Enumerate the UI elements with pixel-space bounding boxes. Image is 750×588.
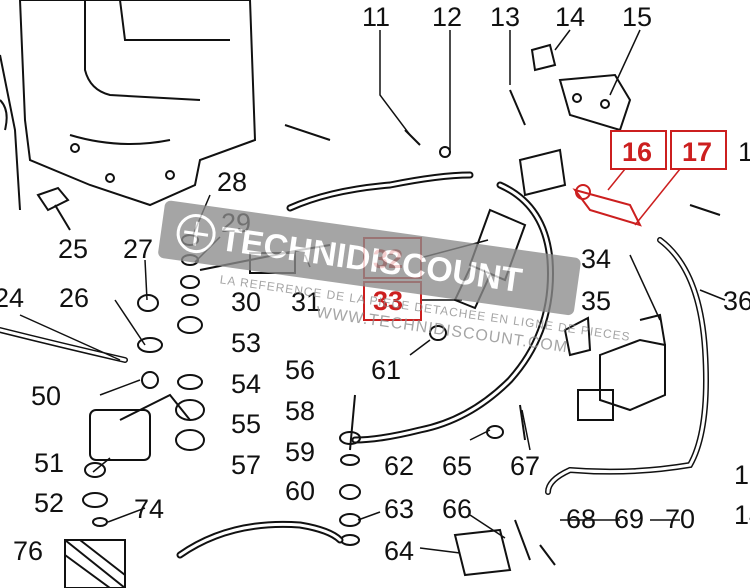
callout-24: 24 (0, 283, 24, 313)
callout-13-right: 13 (734, 460, 750, 490)
callout-64: 64 (384, 536, 414, 566)
callout-61: 61 (371, 355, 401, 385)
callout-63: 63 (384, 494, 414, 524)
fuel-line-lower-left-inner (0, 328, 127, 362)
filter-housing (89, 371, 205, 461)
callout-30: 30 (231, 287, 261, 317)
callout-27: 27 (123, 234, 153, 264)
callout-13: 13 (490, 2, 520, 32)
center-pipe-loop-inner (288, 173, 552, 442)
fuel-filter-76 (64, 539, 126, 588)
callout-25: 25 (58, 234, 88, 264)
callout-34: 34 (581, 244, 611, 274)
callout-12: 12 (432, 2, 462, 32)
bolt-25 (36, 186, 71, 231)
red-leader-lines (607, 168, 681, 226)
callout-14: 14 (555, 2, 585, 32)
callout-62: 62 (384, 451, 414, 481)
bottom-hose-inner (178, 522, 342, 557)
callout-36: 36 (723, 286, 750, 316)
callout-67: 67 (510, 451, 540, 481)
callout-74: 74 (134, 494, 164, 524)
callout-31: 31 (291, 287, 321, 317)
highlight-box-17 (670, 130, 727, 170)
callout-35: 35 (581, 286, 611, 316)
callout-68: 68 (566, 504, 596, 534)
callout-52: 52 (34, 488, 64, 518)
callout-54: 54 (231, 369, 261, 399)
engine-housing (0, 0, 257, 211)
callout-16: 16 (622, 137, 652, 167)
callout-11: 11 (362, 2, 390, 32)
callout-15: 15 (622, 2, 652, 32)
callout-66: 66 (442, 494, 472, 524)
callout-51: 51 (34, 448, 64, 478)
return-line-right-inner (546, 238, 708, 494)
watermark-logo-icon (176, 214, 216, 254)
callout-76: 76 (13, 536, 43, 566)
callout-58: 58 (285, 396, 315, 426)
callout-57: 57 (231, 450, 261, 480)
callout-28: 28 (217, 167, 247, 197)
callout-14-right: 14 (734, 500, 750, 530)
callout-56: 56 (285, 355, 315, 385)
highlight-box-16 (610, 130, 667, 170)
callout-53: 53 (231, 328, 261, 358)
callout-55: 55 (231, 409, 261, 439)
callout-50: 50 (31, 381, 61, 411)
watermark: TECHNIDISCOUNT LA REFERENCE DE LA PIECE … (158, 200, 631, 356)
callout-65: 65 (442, 451, 472, 481)
small-fittings-top (284, 43, 721, 216)
callout-60: 60 (285, 476, 315, 506)
callout-26: 26 (59, 283, 89, 313)
watermark-banner (158, 200, 581, 316)
callout-17: 17 (682, 137, 712, 167)
bracket-16-17 (572, 184, 642, 227)
callout-1-right: 1 (738, 137, 750, 167)
callout-59: 59 (285, 437, 315, 467)
injection-pump-34 (563, 313, 666, 421)
callout-labels: 11 12 13 14 15 16 17 1 28 29 25 27 26 24… (0, 2, 750, 566)
callout-69: 69 (614, 504, 644, 534)
callout-70: 70 (665, 504, 695, 534)
